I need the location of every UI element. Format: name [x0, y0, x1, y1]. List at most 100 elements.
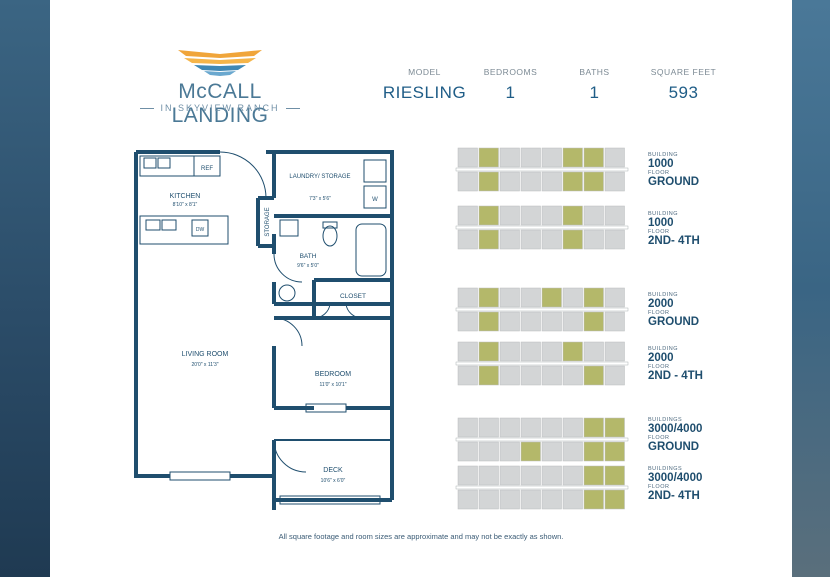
building-number: 3000/4000 [648, 472, 703, 484]
key-plan-unit [604, 441, 625, 462]
floor-caption: FLOOR [648, 170, 670, 176]
label-w: W [372, 197, 378, 203]
label-ref: REF [201, 166, 213, 172]
key-plan-unit [583, 147, 604, 168]
key-plan-unit [520, 489, 541, 510]
room-bath-name: BATH [300, 253, 317, 260]
key-plan-unit [604, 489, 625, 510]
key-plan-unit [583, 229, 604, 250]
key-plan-unit [478, 229, 499, 250]
key-plan-unit [520, 441, 541, 462]
key-plan-unit [499, 287, 520, 308]
key-plan-unit [520, 417, 541, 438]
key-plan-unit [583, 417, 604, 438]
key-plan-unit [478, 341, 499, 362]
room-laundry-name: LAUNDRY/ STORAGE [289, 174, 350, 180]
building-caption: BUILDING [648, 211, 678, 217]
key-plan-unit [499, 441, 520, 462]
key-plan-unit [604, 171, 625, 192]
key-plan-unit [604, 465, 625, 486]
stat-label: MODEL [408, 67, 441, 77]
building-label-2000-ground: BUILDING 2000 FLOOR GROUND [648, 292, 699, 328]
key-plan-unit [520, 287, 541, 308]
building-number: 1000 [648, 158, 674, 170]
key-plan-unit [562, 171, 583, 192]
key-plan-unit [478, 489, 499, 510]
key-plan-unit [478, 465, 499, 486]
key-plan-unit [457, 229, 478, 250]
key-plan-unit [499, 341, 520, 362]
building-key-plans [455, 147, 629, 510]
key-plan-unit [499, 147, 520, 168]
key-plan-unit [562, 229, 583, 250]
key-plan-unit [520, 229, 541, 250]
building-number: 3000/4000 [648, 423, 703, 435]
wings-logo-icon [178, 50, 262, 76]
key-plan-unit [583, 171, 604, 192]
key-plan-unit [583, 311, 604, 332]
building-caption: BUILDING [648, 346, 678, 352]
key-plan-unit [562, 311, 583, 332]
key-plan-unit [604, 205, 625, 226]
key-plan-unit [520, 311, 541, 332]
key-plan-unit [499, 205, 520, 226]
key-plan-unit [520, 465, 541, 486]
key-plan-unit [562, 441, 583, 462]
building-caption: BUILDING [648, 152, 678, 158]
key-plan-unit [562, 287, 583, 308]
building-label-3000-ground: BUILDINGS 3000/4000 FLOOR GROUND [648, 417, 702, 453]
building-label-1000-upper: BUILDING 1000 FLOOR 2ND- 4TH [648, 211, 700, 247]
room-closet-name: CLOSET [340, 293, 366, 300]
floor-name: GROUND [648, 176, 700, 188]
floor-caption: FLOOR [648, 435, 670, 441]
room-deck-dims: 10'6" x 6'0" [321, 478, 346, 484]
key-plan-corridor [455, 437, 629, 442]
key-plan-unit [457, 341, 478, 362]
floor-caption: FLOOR [648, 229, 670, 235]
building-caption: BUILDINGS [648, 417, 683, 423]
key-plan-unit [457, 311, 478, 332]
stat-value: 1 [589, 83, 600, 102]
disclaimer: All square footage and room sizes are ap… [278, 532, 564, 541]
key-plan-unit [499, 417, 520, 438]
room-bath-dims: 9'6" x 5'0" [297, 263, 319, 269]
unit-floor-plan: KITCHEN 8'10" x 8'1" REF DW LAUNDRY/ STO… [134, 150, 394, 510]
stat-value: RIESLING [382, 83, 467, 102]
floor-caption: FLOOR [648, 364, 670, 370]
key-plan-unit [478, 287, 499, 308]
floor-caption: FLOOR [648, 310, 670, 316]
room-storage-name: STORAGE [265, 207, 271, 236]
key-plan-unit [520, 365, 541, 386]
key-plan-unit [499, 311, 520, 332]
key-plan-unit [583, 287, 604, 308]
key-plan-corridor [455, 485, 629, 490]
stat-model: MODEL RIESLING [377, 67, 472, 103]
stat-value: 593 [668, 83, 699, 102]
key-plan-corridor [455, 361, 629, 366]
brand-subtitle: IN SKYVIEW RANCH [130, 103, 310, 113]
building-number: 1000 [648, 217, 674, 229]
key-plan-unit [541, 441, 562, 462]
key-plan-unit [541, 147, 562, 168]
key-plan-unit [457, 287, 478, 308]
key-plan-unit [520, 147, 541, 168]
key-plan-unit [562, 365, 583, 386]
key-plan-unit [604, 287, 625, 308]
key-plan-unit [457, 465, 478, 486]
key-plan-unit [499, 465, 520, 486]
key-plan-unit [604, 365, 625, 386]
key-plan-unit [604, 417, 625, 438]
key-plan-unit [499, 229, 520, 250]
key-plan-unit [457, 489, 478, 510]
key-plan-corridor [455, 167, 629, 172]
floor-caption: FLOOR [648, 484, 670, 490]
building-label-1000-ground: BUILDING 1000 FLOOR GROUND [648, 152, 699, 188]
key-plan-unit [562, 341, 583, 362]
floor-name: GROUND [648, 441, 700, 453]
key-plan-unit [583, 341, 604, 362]
building-number: 2000 [648, 298, 674, 310]
key-plan-unit [562, 489, 583, 510]
building-label-2000-upper: BUILDING 2000 FLOOR 2ND - 4TH [648, 346, 703, 382]
stat-bedrooms: BEDROOMS 1 [478, 67, 543, 103]
key-plan-unit [562, 147, 583, 168]
